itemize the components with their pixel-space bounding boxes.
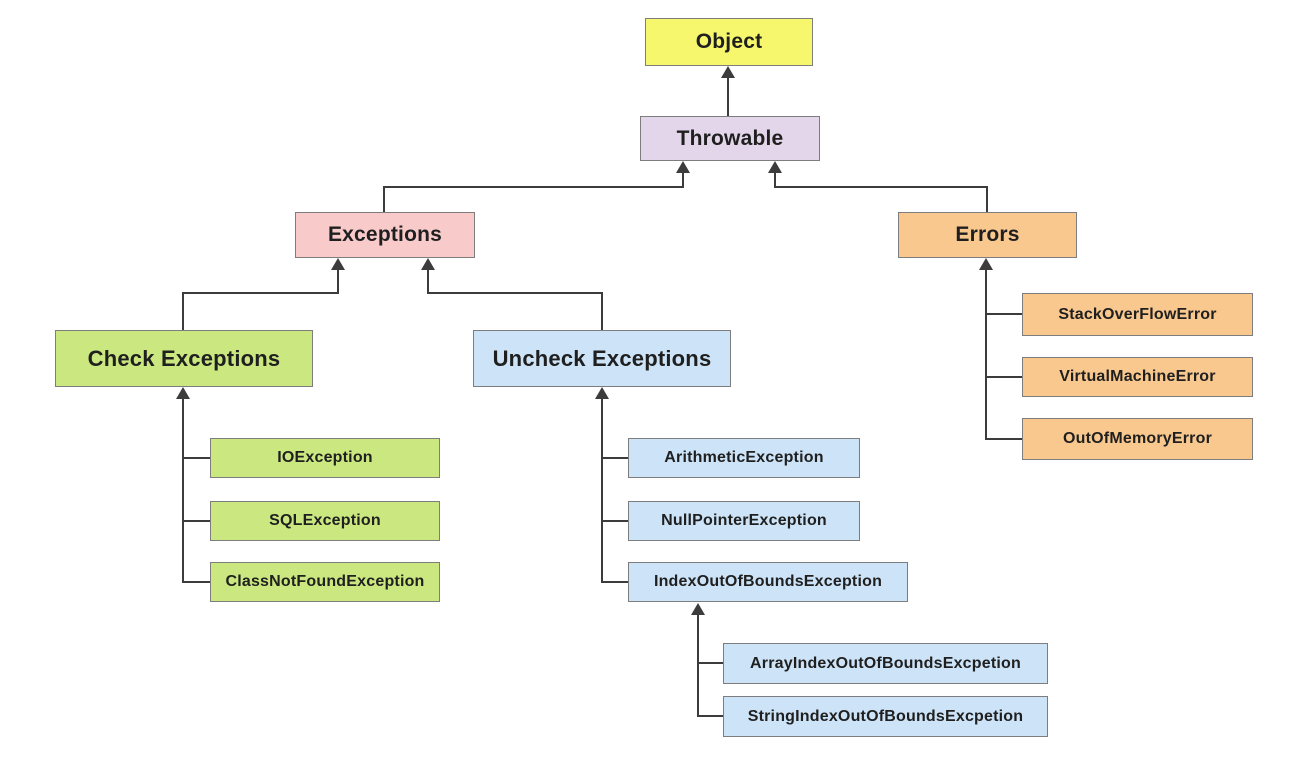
edge-exceptions-throwable [682, 172, 684, 188]
edge-out-of-memory-stub [985, 438, 1022, 440]
edge-exceptions-throwable-arrow [676, 161, 690, 173]
edge-errors-throwable [986, 186, 988, 212]
edge-errors-throwable [774, 172, 776, 188]
edge-ioob-children-arrow [691, 603, 705, 615]
edge-exceptions-throwable [383, 186, 385, 212]
edge-errors-children-trunk [985, 269, 987, 440]
edge-io-exception-stub [182, 457, 210, 459]
edge-null-pointer-stub [601, 520, 628, 522]
edge-uncheck-exceptions-arrow [421, 258, 435, 270]
edge-check-children-trunk [182, 398, 184, 583]
node-object: Object [645, 18, 813, 66]
edge-uncheck-exceptions [601, 292, 603, 330]
edge-check-exceptions-arrow [331, 258, 345, 270]
edge-arithmetic-stub [601, 457, 628, 459]
node-stack-overflow-error: StackOverFlowError [1022, 293, 1253, 336]
edge-uncheck-exceptions [427, 292, 603, 294]
edge-throwable-object-arrow [721, 66, 735, 78]
edge-check-exceptions [182, 292, 184, 330]
node-array-index-out-of-bounds: ArrayIndexOutOfBoundsExcpetion [723, 643, 1048, 684]
node-out-of-memory-error: OutOfMemoryError [1022, 418, 1253, 460]
edge-check-exceptions [337, 269, 339, 294]
node-virtual-machine-error: VirtualMachineError [1022, 357, 1253, 397]
node-check-exceptions: Check Exceptions [55, 330, 313, 387]
edge-errors-throwable-arrow [768, 161, 782, 173]
node-io-exception: IOException [210, 438, 440, 478]
edge-ioob-children-trunk [697, 614, 699, 717]
node-null-pointer-exception: NullPointerException [628, 501, 860, 541]
edge-exceptions-throwable [383, 186, 684, 188]
edge-check-children-arrow [176, 387, 190, 399]
edge-uncheck-exceptions [427, 269, 429, 294]
edge-uncheck-children-trunk [601, 398, 603, 583]
node-string-index-out-of-bounds: StringIndexOutOfBoundsExcpetion [723, 696, 1048, 737]
node-arithmetic-exception: ArithmeticException [628, 438, 860, 478]
edge-stack-overflow-stub [985, 313, 1022, 315]
node-throwable: Throwable [640, 116, 820, 161]
edge-sql-exception-stub [182, 520, 210, 522]
edge-errors-throwable [774, 186, 988, 188]
node-class-not-found-exception: ClassNotFoundException [210, 562, 440, 602]
node-index-out-of-bounds-exception: IndexOutOfBoundsException [628, 562, 908, 602]
edge-uncheck-children-arrow [595, 387, 609, 399]
edge-array-index-stub [697, 662, 723, 664]
node-exceptions: Exceptions [295, 212, 475, 258]
node-errors: Errors [898, 212, 1077, 258]
edge-class-not-found-stub [182, 581, 210, 583]
node-uncheck-exceptions: Uncheck Exceptions [473, 330, 731, 387]
edge-index-out-of-bounds-stub [601, 581, 628, 583]
node-sql-exception: SQLException [210, 501, 440, 541]
edge-throwable-object [727, 77, 729, 116]
edge-string-index-stub [697, 715, 723, 717]
edge-virtual-machine-stub [985, 376, 1022, 378]
edge-check-exceptions [182, 292, 339, 294]
edge-errors-children-arrow [979, 258, 993, 270]
